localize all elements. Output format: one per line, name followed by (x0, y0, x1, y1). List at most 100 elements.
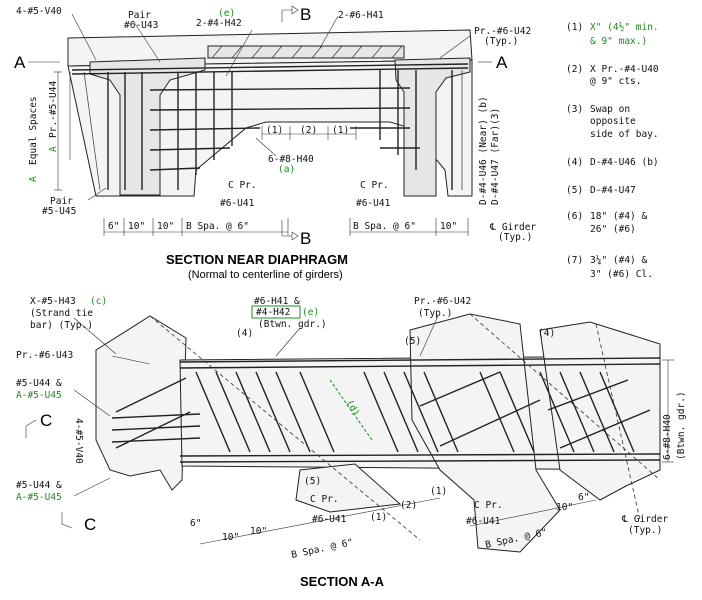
label-a-vertical-2: A (48, 146, 59, 152)
cut-marker-a-left: A (14, 53, 26, 72)
aa-label-d6a: 6" (190, 518, 201, 529)
aa-label-d6b: 6" (578, 492, 589, 503)
aa-label-u44-1a: #5-U44 & (16, 378, 62, 389)
aa-label-d10b: 10" (250, 526, 267, 537)
aa-label-h43: X-#5-H43 (30, 296, 76, 307)
note-3-line-3: side of bay. (590, 129, 659, 140)
label-h40-a: (a) (278, 164, 295, 175)
label-u42-1: Pr.-#6-U42 (474, 26, 531, 37)
aa-label-u41-1: #6-U41 (312, 514, 347, 525)
note-5-line-1: D-#4-U47 (590, 185, 636, 196)
cut-marker-b-top: B (300, 5, 311, 24)
note-5-id: (5) (566, 185, 583, 196)
note-7-line-1: 3¼" (#4) & (590, 255, 647, 266)
aa-label-c-pr-1: C Pr. (310, 494, 339, 505)
note-2-line-1: X Pr.-#4-U40 (590, 64, 659, 75)
aa-label-u41-2: #6-U41 (466, 516, 501, 527)
note-6-id: (6) (566, 211, 583, 222)
aa-label-n5: (5) (404, 336, 421, 347)
aa-label-u44-2b: A-#5-U45 (16, 492, 62, 503)
aa-label-btwn: (Btwn. gdr.) (258, 319, 327, 330)
label-n2: (2) (300, 125, 317, 136)
label-h40: 6-#8-H40 (268, 154, 314, 165)
label-pair-u43-1: Pair (128, 10, 151, 21)
girder-flange-left (89, 57, 206, 196)
label-equal-spaces: Equal Spaces (28, 96, 39, 165)
aa-label-n1b: (1) (430, 486, 447, 497)
aa-label-h40-1: 6-#8-H40 (662, 414, 673, 460)
aa-label-b-spa-1: B Spa. @ 6" (290, 537, 354, 561)
label-c-pr-left: C Pr. (228, 180, 257, 191)
label-c-pr-right: C Pr. (360, 180, 389, 191)
label-pair-u45-1: Pair (50, 196, 73, 207)
aa-label-h42: #4-H42 (256, 307, 290, 318)
note-4-line-1: D-#4-U46 (b) (590, 157, 659, 168)
aa-label-n4b: (4) (538, 328, 555, 339)
label-girder-2: (Typ.) (498, 232, 532, 243)
section-a-a: X-#5-H43 (c) (Strand tie bar) (Typ.) Pr.… (16, 296, 687, 589)
note-1-id: (1) (566, 22, 583, 33)
aa-label-h43-2: (Strand tie (30, 308, 93, 319)
section-near-diaphragm: 4-#5-V40 Pair #6-U43 (e) 2-#4-H42 2-#6-H… (14, 5, 536, 281)
aa-cut-marker-c-top: C (40, 411, 52, 430)
label-u41-right: #6-U41 (356, 198, 391, 209)
aa-label-d10c: 10" (556, 502, 573, 513)
haunch-block (207, 45, 405, 59)
aa-label-v40: 4-#5-V40 (73, 418, 84, 464)
aa-label-n1a: (1) (370, 512, 387, 523)
note-2-line-2: @ 9" cts. (590, 76, 641, 87)
note-1-line-1: X" (4½" min. (590, 22, 659, 33)
label-v40: 4-#5-V40 (16, 6, 62, 17)
aa-label-h43-c: (c) (90, 296, 107, 307)
label-b-spa-left: B Spa. @ 6" (186, 221, 249, 232)
label-dim-10c: 10" (440, 221, 457, 232)
label-h42: 2-#4-H42 (196, 18, 242, 29)
label-d-u47: D-#4-U47 (Far)(3) (490, 108, 501, 205)
note-6-line-1: 18" (#4) & (590, 211, 647, 222)
note-7-id: (7) (566, 255, 583, 266)
aa-label-h43-3: bar) (Typ.) (30, 320, 93, 331)
aa-label-u42-2: (Typ.) (418, 308, 452, 319)
aa-label-u43: Pr.-#6-U43 (16, 350, 73, 361)
label-pr-u44: Pr.-#5-U44 (48, 81, 59, 138)
title-section-a-a: SECTION A-A (300, 574, 385, 589)
aa-label-u44-2a: #5-U44 & (16, 480, 62, 491)
aa-girder-mid (295, 463, 402, 513)
aa-label-u42-1: Pr.-#6-U42 (414, 296, 471, 307)
cut-marker-a-right: A (496, 53, 508, 72)
aa-label-d10a: 10" (222, 532, 239, 543)
note-4-id: (4) (566, 157, 583, 168)
label-u42-2: (Typ.) (484, 36, 518, 47)
label-n1-left: (1) (266, 125, 283, 136)
label-dim-10a: 10" (128, 221, 145, 232)
label-b-spa-right: B Spa. @ 6" (353, 221, 416, 232)
label-h41: 2-#6-H41 (338, 10, 384, 21)
girder-flange-right (394, 57, 471, 197)
aa-label-h40-2: (Btwn. gdr.) (676, 391, 687, 460)
label-u41-left: #6-U41 (220, 198, 255, 209)
aa-girder-far-right (539, 321, 661, 501)
aa-label-n5b: (5) (304, 476, 321, 487)
note-1-line-2: & 9" max.) (590, 36, 647, 47)
note-3-line-2: opposite (590, 116, 636, 127)
note-2-id: (2) (566, 64, 583, 75)
diaphragm-body (67, 59, 473, 197)
aa-label-h42-e: (e) (302, 307, 319, 318)
label-girder-1: ℄ Girder (489, 222, 536, 233)
note-3-id: (3) (566, 104, 583, 115)
label-n1-right: (1) (332, 125, 349, 136)
aa-label-u44-1b: A-#5-U45 (16, 390, 62, 401)
label-d-u46: D-#4-U46 (Near) (b) (478, 96, 489, 205)
label-dim-6: 6" (108, 221, 119, 232)
note-6-line-2: 26" (#6) (590, 224, 636, 235)
label-a-vertical-1: A (28, 176, 39, 182)
cut-marker-b-bottom: B (300, 229, 311, 248)
aa-girder-right (409, 313, 561, 553)
aa-girder-left (95, 315, 187, 491)
aa-label-girder-1: ℄ Girder (621, 514, 668, 525)
label-e-tag: (e) (218, 8, 235, 19)
label-pair-u43-2: #6-U43 (124, 20, 158, 31)
note-3-line-1: Swap on (590, 104, 630, 115)
aa-label-girder-2: (Typ.) (628, 525, 662, 536)
